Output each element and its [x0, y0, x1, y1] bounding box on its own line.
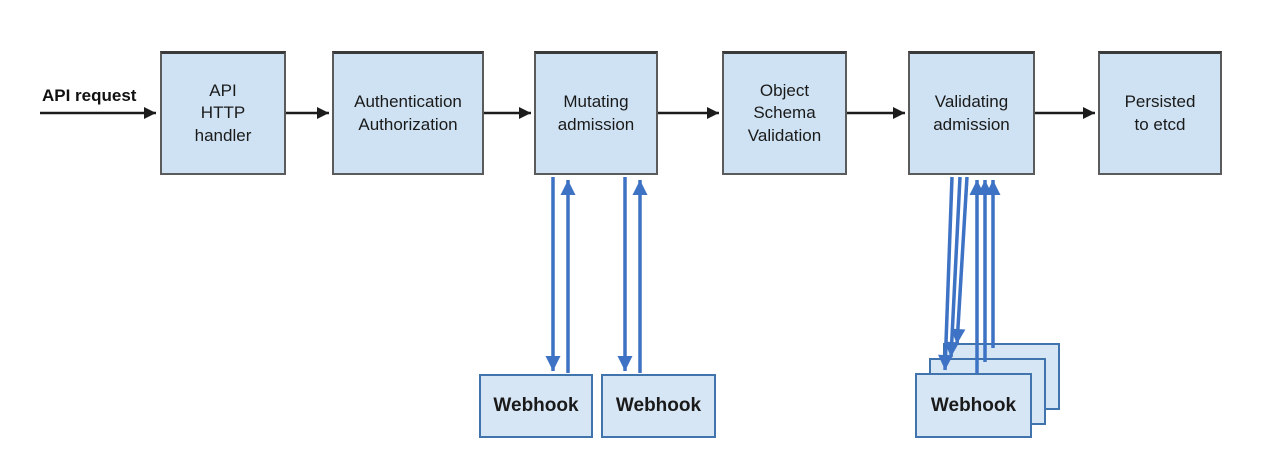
stage-label: Validating admission: [933, 92, 1010, 134]
stage-object-schema-validation: Object Schema Validation: [722, 51, 847, 175]
stage-validating-admission: Validating admission: [908, 51, 1035, 175]
stage-authentication-authorization: Authentication Authorization: [332, 51, 484, 175]
webhook-call-arrow: [944, 176, 962, 358]
stage-label: API HTTP handler: [194, 80, 252, 145]
stage-label: Authentication Authorization: [354, 92, 462, 134]
mutating-webhook-1: Webhook: [479, 374, 593, 438]
webhook-label: Webhook: [615, 395, 702, 416]
stage-mutating-admission: Mutating admission: [534, 51, 658, 175]
api-request-label: API request: [42, 86, 137, 105]
validating-webhook-front: Webhook: [915, 373, 1032, 438]
stage-api-http-handler: API HTTP handler: [160, 51, 286, 175]
webhook-call-arrow: [938, 176, 954, 371]
stage-persisted-to-etcd: Persisted to etcd: [1098, 51, 1222, 175]
webhook-call-arrow: [950, 176, 969, 345]
webhook-label: Webhook: [493, 395, 579, 416]
stage-label: Object Schema Validation: [747, 80, 822, 145]
mutating-webhook-arrows: [545, 177, 648, 373]
stage-label: Persisted to etcd: [1124, 92, 1196, 134]
webhook-label: Webhook: [930, 394, 1017, 416]
stage-label: Mutating admission: [557, 92, 635, 134]
mutating-webhook-2: Webhook: [601, 374, 716, 438]
